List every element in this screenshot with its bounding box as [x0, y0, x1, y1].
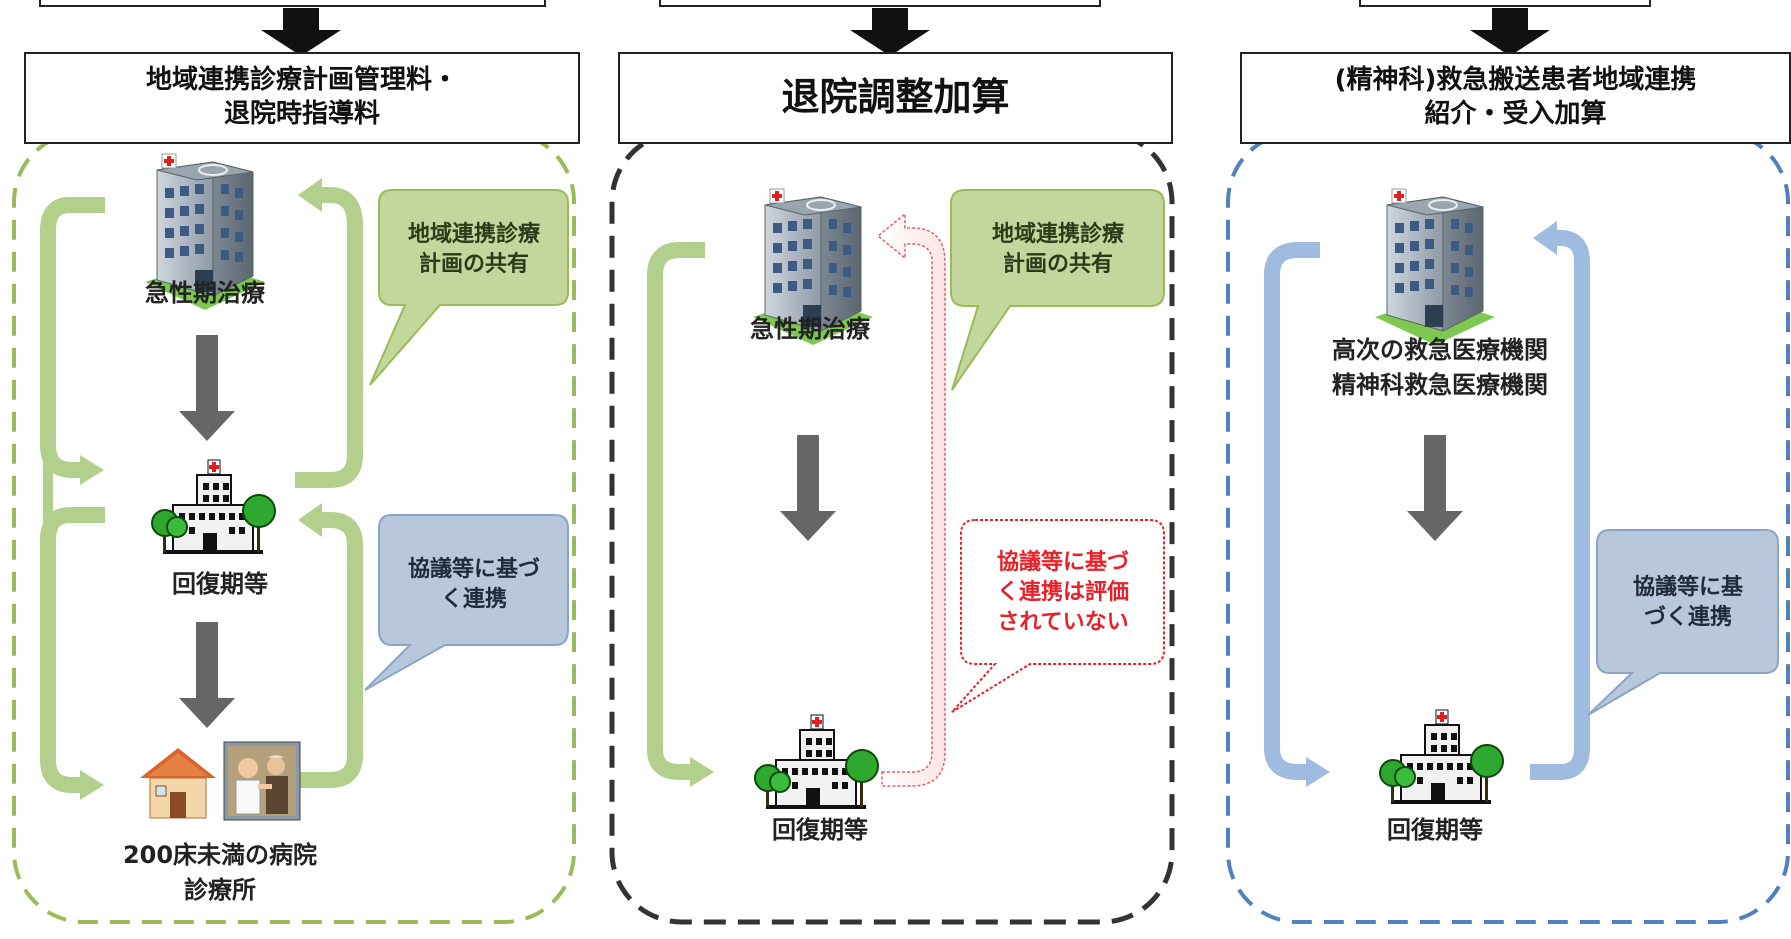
- bubble-line: 地域連携診療: [407, 222, 540, 248]
- panel-1-title: 地域連携診療計画管理料・ 退院時指導料: [24, 52, 580, 144]
- top-box-edge-1: [39, 0, 546, 7]
- panel-1-title-line-1: 地域連携診療計画管理料・: [145, 65, 458, 96]
- bubble-line: く連携: [440, 587, 507, 612]
- panel-3-stage-middle-label: 回復期等: [1387, 816, 1483, 844]
- bubble-line: 協議等に基づ: [407, 557, 540, 583]
- panel-3-title-line-2: 紹介・受入加算: [1424, 99, 1607, 129]
- panel-1-share-bubble-text: 地域連携診療 計画の共有: [381, 200, 567, 300]
- panel-2-left-flow-arrow: [647, 242, 705, 780]
- panel-1-stage-bottom-label: 200床未満の病院 診療所: [100, 838, 340, 908]
- panel-1-left-flow-arrows: [40, 197, 105, 793]
- panel-1-agree-bubble-text: 協議等に基づ く連携: [381, 535, 567, 635]
- down-arrow-icon: [1407, 435, 1463, 541]
- doctor-patient-icon: [223, 741, 301, 821]
- hospital-building-icon: [1374, 188, 1496, 346]
- panel-3-title-line-1: (精神科)救急搬送患者地域連携: [1334, 65, 1697, 96]
- panel-1-stage-bottom-line-2: 診療所: [184, 875, 256, 904]
- bubble-line: 計画の共有: [1002, 252, 1113, 277]
- panel-2-not-evaluated-arrow: [876, 212, 946, 787]
- panel-2-not-evaluated-bubble-text: 協議等に基づ く連携は評価 されていない: [963, 528, 1163, 658]
- bubble-shape: [950, 189, 1165, 391]
- panel-2-share-bubble-text: 地域連携診療 計画の共有: [953, 200, 1163, 300]
- bubble-line: 地域連携診療: [991, 222, 1124, 248]
- bubble-shape: [364, 514, 569, 691]
- down-arrow-icon: [780, 435, 836, 541]
- panel-3-stage-top-line-1: 高次の救急医療機関: [1332, 336, 1548, 364]
- panel-3-agree-bubble-text: 協議等に基 づく連携: [1599, 545, 1777, 660]
- down-arrow-icon: [1470, 8, 1550, 56]
- panel-1-title-line-2: 退院時指導料: [223, 99, 380, 129]
- top-box-edge-2: [659, 0, 1101, 7]
- panel-2-title: 退院調整加算: [618, 52, 1173, 144]
- down-arrow-icon: [261, 8, 341, 56]
- panel-3-stage-top-line-2: 精神科救急医療機関: [1332, 370, 1548, 399]
- bubble-line: されていない: [997, 609, 1129, 635]
- clinic-building-icon: [151, 459, 276, 555]
- bubble-shape: [1587, 529, 1779, 716]
- panel-3-left-flow-arrow: [1264, 242, 1320, 780]
- bubble-line: 協議等に基づ: [996, 550, 1129, 576]
- panel-1-arrowhead: [80, 770, 104, 800]
- panel-2-arrowhead: [690, 757, 714, 787]
- down-arrow-icon: [850, 8, 930, 56]
- bubble-line: 計画の共有: [418, 252, 529, 277]
- panel-1-arrowhead: [298, 503, 322, 537]
- panel-3-title: (精神科)救急搬送患者地域連携 紹介・受入加算: [1240, 52, 1791, 144]
- top-box-edge-3: [1359, 0, 1651, 7]
- bubble-line: く連携は評価: [996, 580, 1129, 606]
- panel-2-title-line-1: 退院調整加算: [781, 75, 1010, 120]
- house-icon: [139, 747, 217, 819]
- panel-1-stage-bottom-line-1: 200床未満の病院: [122, 841, 318, 869]
- bubble-shape: [369, 189, 569, 386]
- clinic-building-icon: [754, 714, 879, 810]
- bubble-line: づく連携: [1643, 604, 1732, 630]
- panel-1-arrowhead: [298, 178, 322, 212]
- panel-2-stage-top-label: 急性期治療: [750, 315, 870, 343]
- panel-1-arrowhead: [80, 455, 104, 485]
- bubble-shape: [951, 519, 1165, 713]
- panel-3-arrowhead: [1533, 221, 1557, 255]
- panel-3-right-flow-arrow: [1530, 230, 1590, 780]
- panel-3-arrowhead: [1306, 757, 1330, 787]
- panel-2-stage-middle-label: 回復期等: [772, 816, 868, 844]
- panel-1-stage-top-label: 急性期治療: [145, 279, 265, 307]
- down-arrow-icon: [179, 622, 235, 728]
- bubble-line: 協議等に基: [1632, 574, 1743, 600]
- down-arrow-icon: [179, 335, 235, 441]
- panel-3-stage-top-label: 高次の救急医療機関 精神科救急医療機関: [1310, 333, 1570, 403]
- clinic-building-icon: [1379, 709, 1504, 805]
- panel-1-stage-middle-label: 回復期等: [172, 570, 268, 598]
- panel-1-right-flow-arrows: [295, 187, 363, 788]
